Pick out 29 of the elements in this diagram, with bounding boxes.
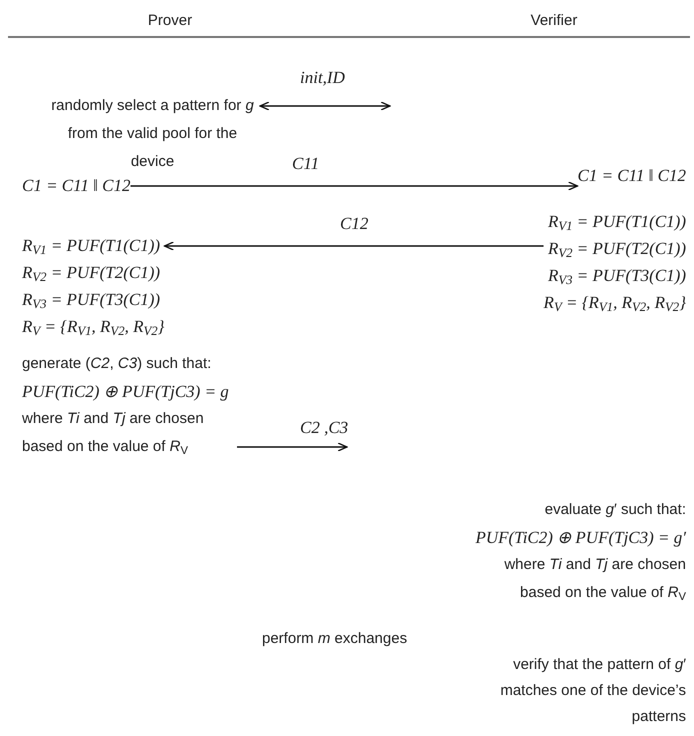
edge-label: C12 xyxy=(340,213,368,235)
step-text: randomly select a pattern for g from the valid pool for the device xyxy=(50,96,255,172)
arrow xyxy=(259,101,391,111)
formula: R$_{V3}$ = PUF(T3(C1)) xyxy=(22,289,162,313)
step-text: where Ti and Tj are chosen based on the value of R$_{V}$ xyxy=(503,555,686,605)
formula: R$_{V3}$ = PUF(T3(C1)) xyxy=(546,265,686,289)
formula: R$_{V}$ = {R$_{V1}$, R$_{V2}$, R$_{V2}$} xyxy=(544,292,686,316)
step-text: generate (C2, C3) such that: xyxy=(22,354,212,374)
arrow xyxy=(130,181,578,191)
edge-label: init,ID xyxy=(300,67,345,89)
step-text: verify that the pattern of g′ matches one of the device’s patterns xyxy=(499,655,686,727)
formula: C1 = C11 ‖ C12 xyxy=(22,175,130,197)
column-heading: Verifier xyxy=(530,11,578,31)
formula: R$_{V}$ = {R$_{V1}$, R$_{V2}$, R$_{V2}$} xyxy=(22,316,164,340)
step-text: evaluate g′ such that: xyxy=(544,500,686,520)
formula: R$_{V1}$ = PUF(T1(C1)) xyxy=(22,235,162,259)
edge-label: C2 ,C3 xyxy=(300,417,348,439)
formula: PUF(TiC2) ⊕ PUF(TjC3) = g′ xyxy=(474,527,686,549)
step-text: where Ti and Tj are chosen based on the value of R$_{V}$ xyxy=(22,409,205,459)
arrow xyxy=(164,241,544,251)
edge-label: C11 xyxy=(292,153,320,175)
arrow xyxy=(237,442,348,452)
formula: PUF(TiC2) ⊕ PUF(TjC3) = g xyxy=(22,381,230,403)
formula: R$_{V2}$ = PUF(T2(C1)) xyxy=(22,262,162,286)
formula: C1 = C11 ‖ C12 xyxy=(578,165,686,187)
column-heading: Prover xyxy=(146,11,194,31)
formula: R$_{V1}$ = PUF(T1(C1)) xyxy=(546,211,686,235)
formula: R$_{V2}$ = PUF(T2(C1)) xyxy=(546,238,686,262)
step-text: perform m exchanges xyxy=(262,629,408,649)
